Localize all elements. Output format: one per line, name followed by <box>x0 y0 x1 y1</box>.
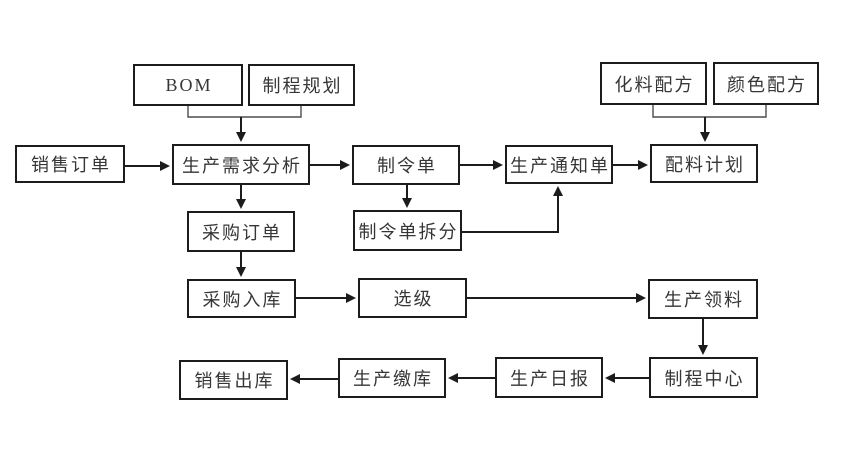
node-label: 颜色配方 <box>727 74 807 95</box>
node-chemical-formula: 化料配方 <box>600 62 707 105</box>
node-label: 制令单 <box>377 156 437 176</box>
node-label: 选级 <box>393 289 434 309</box>
node-production-warehousing: 生产缴库 <box>338 358 446 398</box>
node-label: 制程中心 <box>664 368 745 389</box>
node-purchase-order: 采购订单 <box>187 211 295 252</box>
node-batching-plan: 配料计划 <box>650 144 758 183</box>
node-production-notice: 生产通知单 <box>505 145 613 184</box>
node-production-picking: 生产领料 <box>648 279 758 319</box>
node-label: 生产缴库 <box>353 369 433 389</box>
node-production-demand-analysis: 生产需求分析 <box>172 144 310 185</box>
node-production-daily-report: 生产日报 <box>495 357 603 398</box>
node-label: 制程规划 <box>262 76 343 96</box>
node-label: 化料配方 <box>614 74 695 95</box>
node-label: BOM <box>165 74 213 95</box>
node-label: 采购入库 <box>202 289 283 310</box>
edge-split-to-production-notice <box>462 186 563 233</box>
node-color-formula: 颜色配方 <box>713 62 819 105</box>
node-sales-order: 销售订单 <box>15 145 125 183</box>
node-label: 销售订单 <box>31 155 111 175</box>
node-work-order-split: 制令单拆分 <box>353 210 462 251</box>
edge-bracket-bom-processplanning <box>187 106 302 118</box>
node-label: 生产领料 <box>664 290 744 310</box>
node-label: 销售出库 <box>194 371 275 391</box>
node-process-planning: 制程规划 <box>248 64 355 106</box>
node-label: 生产通知单 <box>510 155 610 176</box>
node-label: 生产需求分析 <box>182 155 302 176</box>
node-bom: BOM <box>133 64 243 106</box>
node-process-center: 制程中心 <box>649 357 758 398</box>
node-work-order: 制令单 <box>352 145 460 185</box>
node-purchase-receipt: 采购入库 <box>187 279 296 318</box>
node-label: 配料计划 <box>665 154 745 175</box>
node-grading: 选级 <box>358 278 467 318</box>
node-sales-delivery: 销售出库 <box>179 360 288 400</box>
node-label: 制令单拆分 <box>358 221 459 242</box>
node-label: 生产日报 <box>510 368 590 389</box>
node-label: 采购订单 <box>202 222 282 243</box>
edge-bracket-chemical-color <box>652 105 767 118</box>
